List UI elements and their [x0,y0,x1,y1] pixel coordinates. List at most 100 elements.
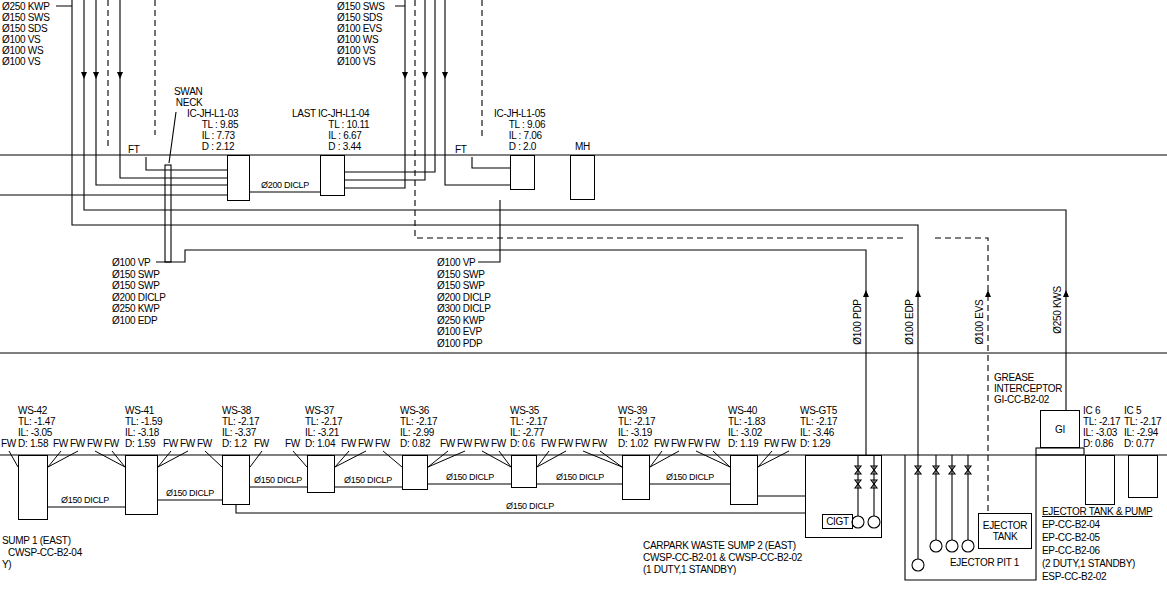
branch-line [205,451,222,467]
pipe-label: Ø150 DICLP [665,472,715,483]
waste-sump: WS-39 TL: -2.17 IL: -3.19 D: 1.02 [622,455,650,500]
branch-line [112,451,125,467]
pipe-connector [48,506,125,507]
pipe-size-label: Ø100 WS [2,45,43,56]
wrap-spacer [758,405,766,416]
wrap-spacer [48,405,56,416]
pipe-connector [758,495,805,496]
floor-waste-label: FW [1,438,16,449]
branch-line [713,451,730,467]
floor-waste-label: FW [163,438,178,449]
floor-waste-label: FW [592,438,607,449]
inspection-chamber: IC 6 TL: -2.17 IL: -3.03 D: 0.86 [1085,455,1115,505]
chamber-label: GREASE INTERCEPTOR GI-CC-B2-02 [994,372,1063,405]
floor-waste-label: FW [474,438,489,449]
pipe [156,250,866,455]
branch-line [650,451,662,467]
branch-line [696,451,730,467]
wrap-spacer [430,405,438,416]
branch-line [293,451,307,467]
branch-line [335,451,349,467]
floor-waste-label: FW [254,438,269,449]
floor-waste-label: FW [491,438,506,449]
wrap-spacer [252,405,260,416]
floor-waste-label: FW [688,438,703,449]
branch-line [48,451,78,467]
pipe-label: Ø150 DICLP [555,472,605,483]
chamber-label: WS-GT5 TL: -2.17 IL: -3.46 D: 1.29 [800,405,838,449]
chamber-label: MH [575,141,590,152]
box-label: EJECTOR TANK [982,520,1027,542]
pipe-size-label: Ø100 WS [337,34,378,45]
branch-line [650,451,679,467]
equipment-note: EP-CC-B2-04 [1042,519,1100,530]
equipment-note: SUMP 1 (EAST) [2,535,71,546]
branch-line [383,451,402,467]
floor-waste-label: FW [705,438,720,449]
pipe-size-label: Ø150 SWP [437,280,485,291]
floor-waste-label: FW [104,438,119,449]
branch-line [250,451,262,467]
branch-line [482,451,511,467]
pipe-size-label: Ø100 VS [337,45,375,56]
branch-line [583,451,622,467]
branch-line [158,451,188,467]
branch-line [758,451,772,467]
interceptor-plinth [1036,448,1084,455]
inspection-chamber: IC 5 TL: -2.17 IL: -2.94 D: 0.77 [1128,455,1158,498]
flow-arrow [863,290,1069,297]
pipe-connector [250,486,307,487]
equipment-note: CWSP-CC-B2-04 [8,547,82,558]
pipe-size-label: Ø100 VP [437,257,475,268]
slab-line [0,155,1167,455]
pipe-size-label: Ø250 KWS [1052,286,1063,334]
waste-sump: WS-42 TL: -1.47 IL: -3.05 D: 1.58 [18,455,48,520]
floor-waste-label: FW [197,438,212,449]
pipe-size-label: Ø100 EVS [337,23,382,34]
floor-waste-label: FW [764,438,779,449]
wrap-spacer [155,405,163,416]
interceptor-trap: CIGT [822,514,853,529]
waste-sump: WS-36 TL: -2.17 IL: -2.99 D: 0.82 [402,455,428,490]
floor-waste-label: FW [541,438,556,449]
equipment-note: Y) [2,559,11,570]
grease-interceptor: GREASE INTERCEPTOR GI-CC-B2-02GI [1040,410,1080,448]
pipe [84,0,1066,410]
ejector-tank: EJECTOR TANK [978,513,1032,549]
inspection-chamber: LAST IC-JH-L1-04 TL : 10.11 IL : 6.67 D … [320,155,345,196]
box-label: GI [1055,424,1065,435]
floor-waste-label: FW [285,438,300,449]
pipe-size-label: Ø150 SWS [337,1,385,12]
equipment-note: (1 DUTY,1 STANDBY) [643,564,736,575]
pipe-label: Ø150 DICLP [505,501,555,512]
wrap-spacer [648,405,656,416]
wrap-spacer [838,405,839,416]
chamber-label: IC-JH-L1-03 TL : 9.85 IL : 7.73 D : 2.12 [187,108,239,152]
inspection-chamber: IC-JH-L1-03 TL : 9.85 IL : 7.73 D : 2.12 [227,155,250,201]
pipe [108,0,988,513]
waste-sump: WS-38 TL: -2.17 IL: -3.37 D: 1.2 [222,455,250,505]
chamber-label: WS-36 TL: -2.17 IL: -2.99 D: 0.82 [400,405,438,449]
pipe-size-label: Ø150 SWS [2,12,50,23]
floor-waste-label: FW [558,438,573,449]
pipe-size-label: Ø100 PDP [437,338,482,349]
branch-line [335,451,366,467]
pipe [72,0,918,559]
branch-line [158,451,171,467]
pipe-label: Ø150 DICLP [60,495,110,506]
equipment-note: CWSP-CC-B2-01 & CWSP-CC-B2-02 [643,552,802,563]
chamber-label: LAST IC-JH-L1-04 TL : 10.11 IL : 6.67 D … [292,108,370,152]
branch-line [600,451,622,467]
manhole: MH [570,155,595,200]
leader-line [56,6,500,262]
pipe-label: Ø150 DICLP [253,475,303,486]
pipe-size-label: Ø100 VP [112,257,150,268]
wrap-spacer [1101,405,1121,416]
pump-symbol [852,516,864,528]
pipe-size-label: Ø100 EVS [974,300,985,345]
waste-sump: WS-40 TL: -1.83 IL: -3.02 D: 1.19 [730,455,758,505]
branch-line [758,451,789,467]
pipe-size-label: Ø100 EVP [437,326,482,337]
inspection-chamber: IC-JH-L1-05 TL : 9.06 IL : 7.06 D : 2.0 [510,155,535,190]
